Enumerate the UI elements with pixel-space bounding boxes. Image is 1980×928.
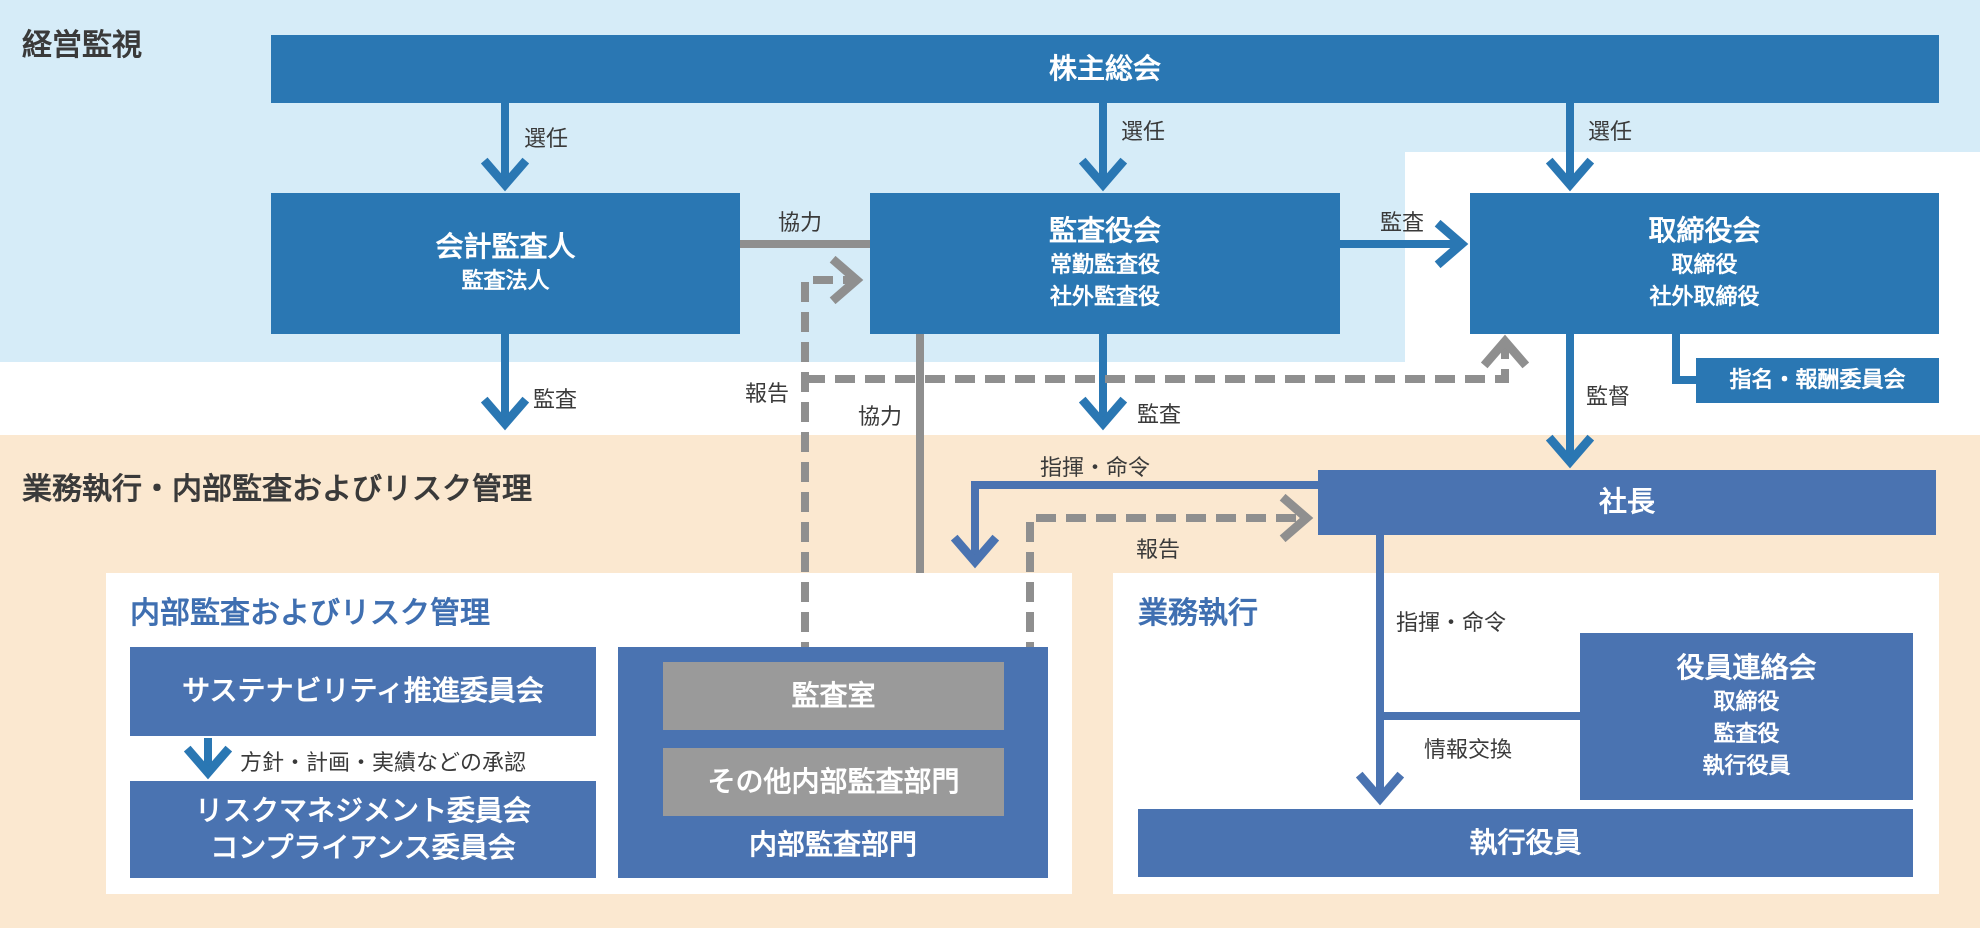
cooperate-label-2: 協力 [858, 405, 903, 430]
shareholders-meeting-label: 株主総会 [1048, 51, 1161, 85]
internal-audit-risk-panel-title: 内部監査およびリスク管理 [130, 596, 490, 631]
audit-label-down-2: 監査 [1137, 403, 1182, 428]
audit-label-down-1: 監査 [533, 388, 578, 413]
cooperate-label-1: 協力 [778, 211, 823, 236]
sustainability-committee-label: サステナビリティ推進委員会 [182, 674, 544, 708]
executive-officers-box: 執行役員 [1138, 809, 1913, 877]
nomination-committee-box: 指名・報酬委員会 [1696, 358, 1939, 403]
execution-section-label: 業務執行・内部監査およびリスク管理 [22, 472, 532, 507]
elect-label-3: 選任 [1588, 120, 1633, 145]
president-label: 社長 [1598, 485, 1655, 519]
direct-label-1: 指揮・命令 [1040, 456, 1151, 481]
approval-label: 方針・計画・実績などの承認 [240, 751, 527, 776]
audit-board-sub2: 社外監査役 [1049, 284, 1160, 310]
governance-section-label: 経営監視 [22, 28, 142, 63]
direct-label-2: 指揮・命令 [1396, 611, 1507, 636]
board-of-directors-box: 取締役会 取締役 社外取締役 [1470, 193, 1939, 334]
elect-label-2: 選任 [1121, 120, 1166, 145]
supervise-label: 監督 [1586, 385, 1631, 410]
report-dashed-1 [801, 280, 855, 662]
compliance-committee-label: コンプライアンス委員会 [210, 830, 516, 864]
audit-board-sub1: 常勤監査役 [1049, 252, 1160, 278]
committee-connector [1672, 334, 1700, 384]
officers-council-title: 役員連絡会 [1676, 651, 1817, 685]
risk-committee-label: リスクマネジメント委員会 [194, 794, 531, 828]
officers-council-sub2: 監査役 [1713, 721, 1780, 747]
sustainability-committee-box: サステナビリティ推進委員会 [130, 647, 596, 736]
internal-audit-dept-label: 内部監査部門 [748, 828, 917, 861]
accounting-auditor-title: 会計監査人 [435, 230, 576, 264]
direct-arrow-1 [975, 481, 1318, 560]
report-label-1: 報告 [745, 382, 790, 407]
accounting-auditor-box: 会計監査人 監査法人 [271, 193, 740, 334]
other-audit-depts-label: その他内部監査部門 [707, 764, 960, 798]
executive-officers-label: 執行役員 [1469, 825, 1582, 859]
risk-committees-box: リスクマネジメント委員会 コンプライアンス委員会 [130, 781, 596, 878]
elect-label-1: 選任 [524, 127, 569, 152]
audit-office-box: 監査室 [663, 662, 1004, 730]
shareholders-meeting-box: 株主総会 [271, 35, 1939, 103]
audit-board-title: 監査役会 [1048, 214, 1161, 248]
audit-label-board: 監査 [1380, 211, 1425, 236]
board-sub1: 取締役 [1671, 252, 1738, 278]
audit-board-box: 監査役会 常勤監査役 社外監査役 [870, 193, 1340, 334]
operations-panel-title: 業務執行 [1138, 596, 1258, 631]
info-exchange-label: 情報交換 [1424, 738, 1513, 763]
officers-council-sub3: 執行役員 [1702, 753, 1791, 779]
officers-council-sub1: 取締役 [1713, 689, 1780, 715]
board-sub2: 社外取締役 [1649, 284, 1760, 310]
region-divider [0, 362, 1405, 435]
president-box: 社長 [1318, 470, 1936, 535]
report-dashed-2 [805, 343, 1505, 383]
report-label-2: 報告 [1136, 538, 1181, 563]
accounting-auditor-sub: 監査法人 [461, 268, 550, 294]
nomination-committee-label: 指名・報酬委員会 [1729, 367, 1906, 393]
other-audit-depts-box: その他内部監査部門 [663, 748, 1004, 816]
audit-office-label: 監査室 [791, 678, 876, 712]
board-title: 取締役会 [1648, 214, 1761, 248]
officers-council-box: 役員連絡会 取締役 監査役 執行役員 [1580, 633, 1913, 800]
